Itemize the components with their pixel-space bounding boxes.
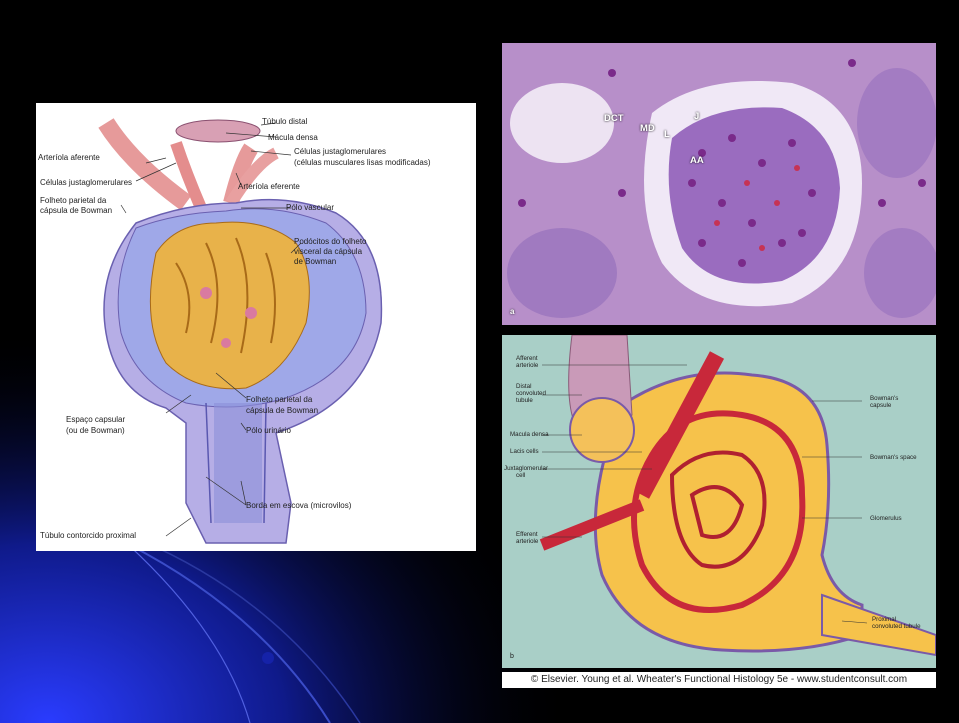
label-glomerulus: Glomerulus [870,515,902,522]
label-juxtaglomerular-2: cell [516,472,525,479]
label-aa: AA [690,155,704,166]
renal-corpuscle-illustration: Túbulo distal Mácula densa Arteríola afe… [36,103,476,551]
label-dct: DCT [604,113,624,124]
label-tubulo-distal: Túbulo distal [262,117,307,126]
label-celulas-justaglomerulares-2: (células musculares lisas modificadas) [294,158,431,167]
label-podocitos-3: de Bowman [294,257,336,266]
label-celulas-justaglomerulares-left: Células justaglomerulares [40,178,132,187]
label-bowmans-capsule-1: Bowman's [870,395,898,402]
label-bowmans-capsule-2: capsule [870,402,891,409]
label-proximal-2: convoluted tubule [872,623,921,630]
label-folheto-parietal-bottom-1: Folheto parietal da [246,395,312,404]
label-macula-densa-en: Macula densa [510,431,549,438]
corpuscle-schematic [502,335,936,668]
label-afferent-arteriole-2: arteriole [516,362,538,369]
label-lacis-cells: Lacis cells [510,448,539,455]
label-efferent-1: Efferent [516,531,538,538]
label-tubulo-contorcido: Túbulo contorcido proximal [40,531,136,540]
label-borda-escova: Borda em escova (microvilos) [246,501,351,510]
label-arteriola-eferente: Arteríola eferente [238,182,300,191]
label-md: MD [640,123,655,134]
label-polo-vascular: Pólo vascular [286,203,334,212]
corpuscle-drawing [36,103,476,551]
panel-letter-a: a [510,307,514,316]
label-distal-2: convoluted [516,390,546,397]
label-arteriola-aferente: Arteríola aferente [38,153,100,162]
label-l: L [664,129,670,140]
label-podocitos-2: visceral da cápsula [294,247,362,256]
label-espaco-capsular-2: (ou de Bowman) [66,426,125,435]
label-afferent-arteriole-1: Afferent [516,355,538,362]
panel-letter-b: b [510,653,514,660]
glomerulus-micrograph: DCT MD L J AA a [502,43,936,325]
label-polo-urinario: Pólo urinário [246,426,291,435]
label-celulas-justaglomerulares-1: Células justaglomerulares [294,147,386,156]
label-folheto-parietal-top-1: Folheto parietal da [40,196,106,205]
label-j: J [694,111,699,122]
label-espaco-capsular-1: Espaço capsular [66,415,125,424]
label-folheto-parietal-top-2: cápsula de Bowman [40,206,112,215]
label-distal-3: tubule [516,397,533,404]
micrograph-image [502,43,936,325]
renal-corpuscle-diagram: Afferent arteriole Distal convoluted tub… [502,335,936,668]
label-distal-1: Distal [516,383,531,390]
label-efferent-2: arteriole [516,538,538,545]
label-proximal-1: Proximal [872,616,896,623]
image-credit: © Elsevier. Young et al. Wheater's Funct… [502,672,936,688]
label-juxtaglomerular-1: Juxtaglomerular [504,465,548,472]
label-folheto-parietal-bottom-2: cápsula de Bowman [246,406,318,415]
label-bowmans-space: Bowman's space [870,454,917,461]
label-podocitos-1: Podócitos do folheto [294,237,367,246]
label-macula-densa: Mácula densa [268,133,318,142]
